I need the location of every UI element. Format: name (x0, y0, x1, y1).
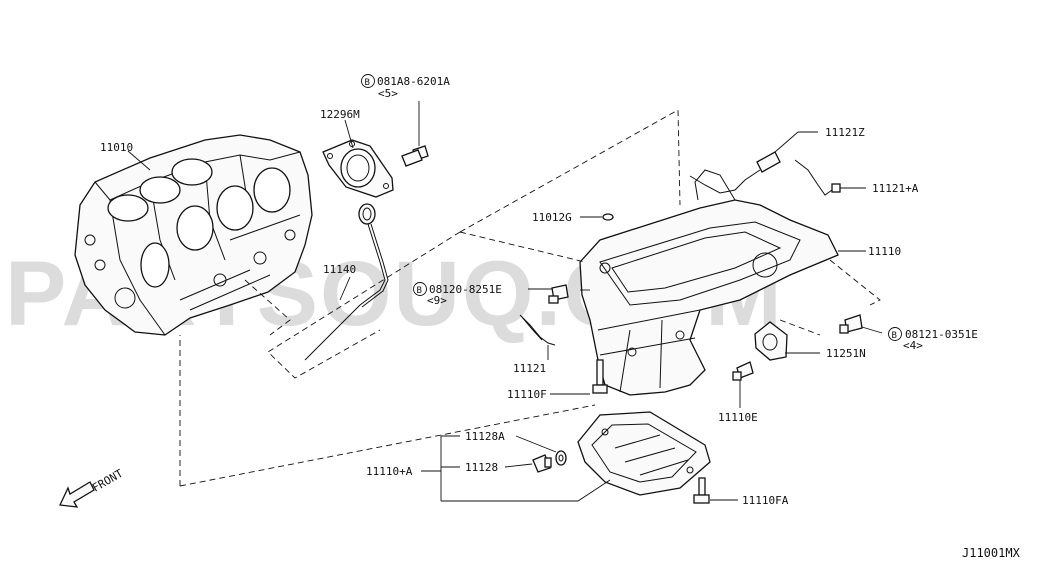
bolt-08120[interactable] (528, 284, 569, 304)
label-081a8-qty: <5> (378, 87, 398, 100)
assembly-line-right (779, 259, 881, 336)
oil-pan-upper[interactable] (579, 169, 839, 396)
oil-level-gauge[interactable] (304, 203, 389, 361)
svg-text:B: B (417, 286, 422, 296)
bolt-symbol-icon: B (361, 74, 375, 88)
svg-text:B: B (365, 78, 370, 88)
label-08120[interactable]: 08120-8251E (429, 283, 502, 296)
leader-11128a (515, 435, 557, 453)
oil-strainer-tube[interactable] (519, 314, 556, 360)
plug-11012g[interactable] (580, 213, 614, 221)
bolt-11110fa[interactable] (693, 477, 738, 504)
label-08121-qty: <4> (903, 339, 923, 352)
bolt-08121[interactable] (839, 314, 883, 334)
label-11121z[interactable]: 11121Z (825, 126, 865, 139)
label-11251n[interactable]: 11251N (826, 347, 866, 360)
leader-11128 (504, 463, 533, 468)
label-08120-qty: <9> (427, 294, 447, 307)
diagram-code: J11001MX (962, 546, 1021, 560)
label-11110[interactable]: 11110 (868, 245, 901, 258)
label-11128a[interactable]: 11128A (465, 430, 505, 443)
label-081a8[interactable]: 081A8-6201A (377, 75, 450, 88)
label-11010[interactable]: 11010 (100, 141, 133, 154)
label-11121a[interactable]: 11121+A (872, 182, 919, 195)
label-11110fa[interactable]: 11110FA (742, 494, 789, 507)
assembly-line-box (267, 109, 681, 379)
label-12296m[interactable]: 12296M (320, 108, 360, 121)
cylinder-block[interactable] (74, 134, 313, 336)
label-11110f[interactable]: 11110F (507, 388, 547, 401)
label-08121[interactable]: 08121-0351E (905, 328, 978, 341)
label-11110a[interactable]: 11110+A (366, 465, 413, 478)
svg-text:B: B (892, 331, 897, 341)
bolt-081a8[interactable] (401, 101, 429, 167)
bolt-symbol-icon: B (888, 327, 902, 341)
bolt-symbol-icon: B (413, 282, 427, 296)
bolt-11110f[interactable] (550, 359, 608, 395)
label-11110e[interactable]: 11110E (718, 411, 758, 424)
leader-12296m (344, 119, 354, 149)
leader-11140 (339, 276, 351, 301)
assembly-line-block (244, 279, 291, 336)
oil-pan-harness[interactable] (689, 131, 818, 194)
label-11140[interactable]: 11140 (323, 263, 356, 276)
leader-11110a-bracket (421, 435, 611, 502)
bolt-11110e[interactable] (732, 361, 754, 408)
label-11012g[interactable]: 11012G (532, 211, 572, 224)
cover-plate-11251n[interactable] (754, 321, 820, 361)
leader-11010 (127, 150, 151, 171)
oil-pan-clip-a[interactable] (794, 159, 866, 196)
oil-pan-lower[interactable] (577, 411, 711, 496)
label-11128[interactable]: 11128 (465, 461, 498, 474)
front-label: FRONT (90, 467, 126, 495)
front-direction-arrow (59, 481, 95, 508)
rear-oil-seal-retainer[interactable] (322, 139, 394, 198)
assembly-line-front (179, 404, 596, 487)
drain-washer-11128a[interactable] (555, 450, 567, 466)
label-11121[interactable]: 11121 (513, 362, 546, 375)
drain-plug-11128[interactable] (532, 454, 552, 473)
